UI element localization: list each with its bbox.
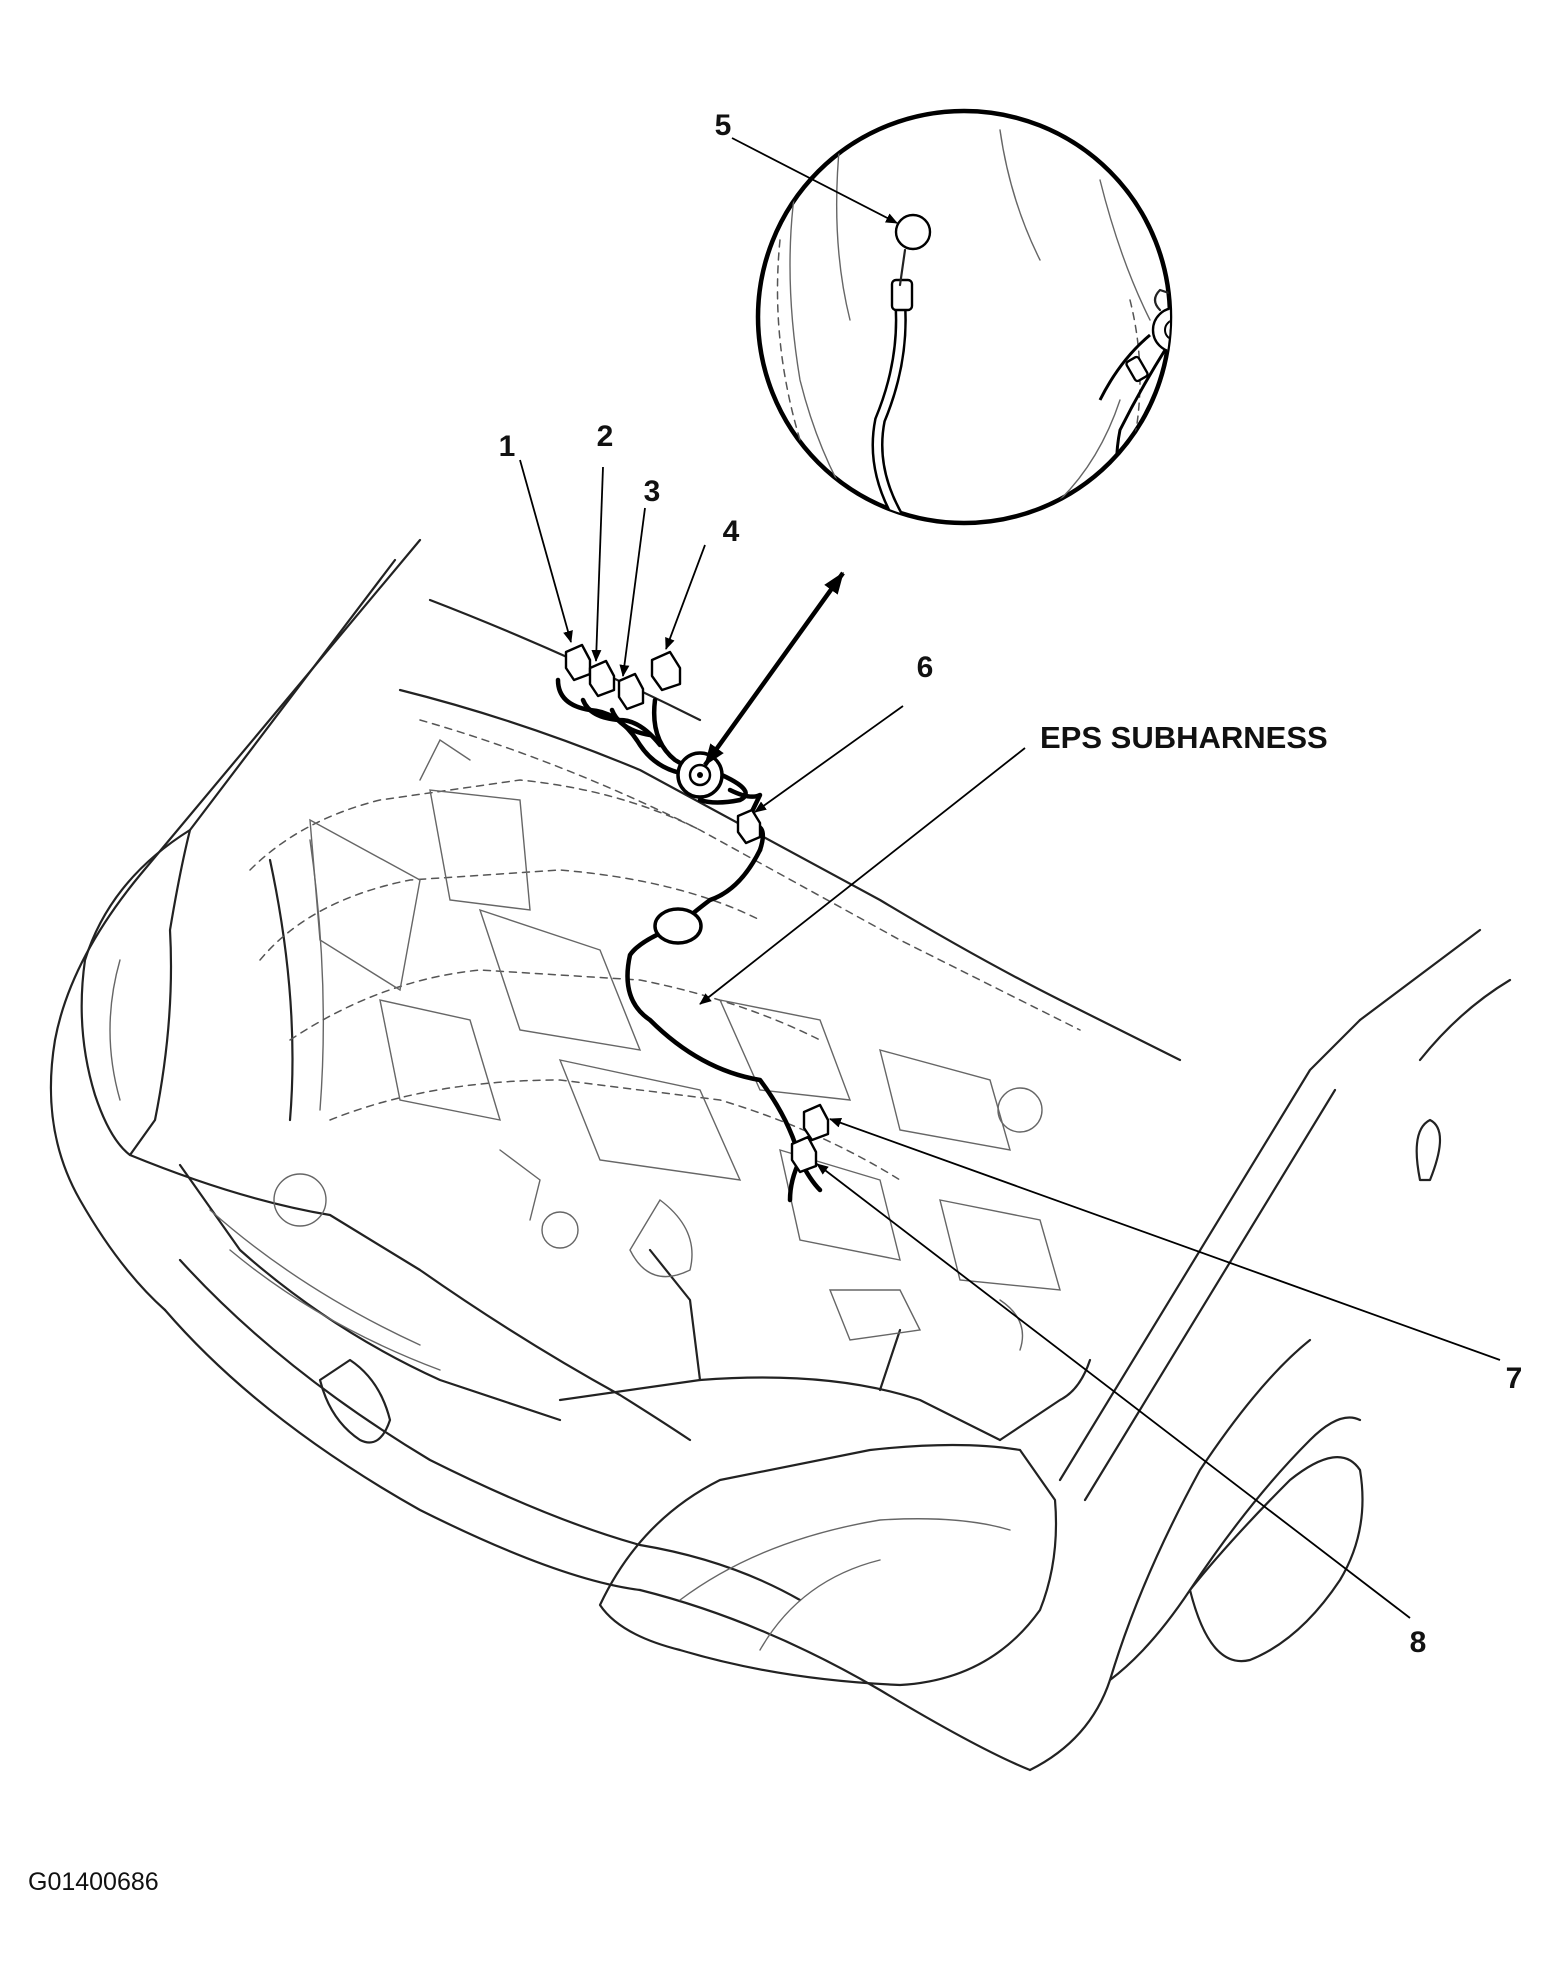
- engine-bay: [249, 738, 1061, 1351]
- arrow-icon: [703, 571, 845, 767]
- grommet-icon: [653, 907, 703, 945]
- callout-6: 6: [917, 651, 934, 684]
- callout-4: 4: [723, 515, 740, 548]
- eps-subharness-label: EPS SUBHARNESS: [1040, 720, 1328, 755]
- callout-3: 3: [644, 475, 661, 508]
- callout-leaders: [519, 137, 1501, 1619]
- ground-terminal-icon: [890, 278, 914, 312]
- connector-icon: [564, 643, 830, 1174]
- callout-5: 5: [715, 109, 732, 142]
- detail-inset: [755, 108, 1173, 526]
- callout-1: 1: [499, 430, 516, 463]
- callout-7: 7: [1506, 1362, 1523, 1395]
- figure-code: G01400686: [28, 1868, 159, 1896]
- callout-labels: 1 2 3 4 5 6 7 8 EPS SUBHARNESS G01400686: [28, 109, 1522, 1896]
- eps-subharness: [555, 643, 830, 1203]
- ground-bolt-icon: [894, 213, 932, 251]
- callout-8: 8: [1410, 1626, 1427, 1659]
- grommet-icon: [676, 751, 724, 799]
- callout-2: 2: [597, 420, 614, 453]
